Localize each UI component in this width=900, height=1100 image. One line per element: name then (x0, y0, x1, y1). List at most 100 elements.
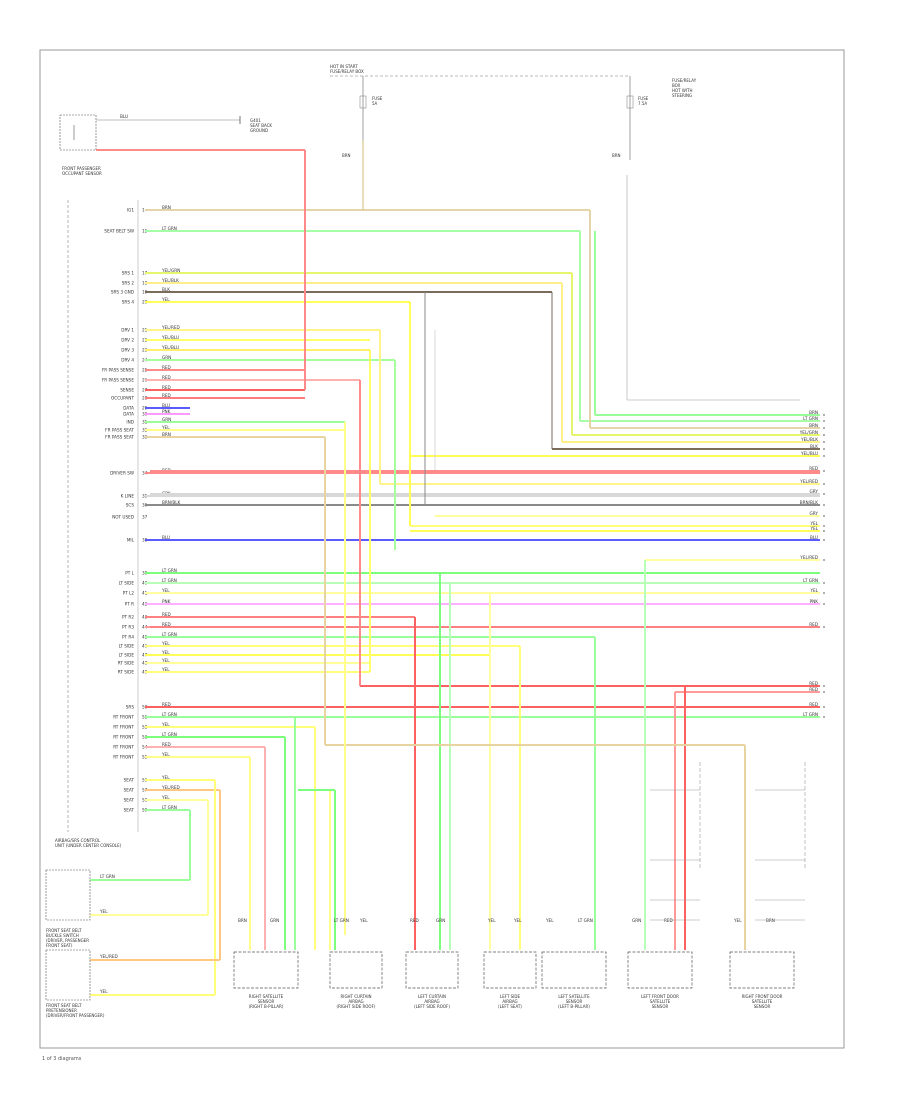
pin-number: 47 (142, 653, 148, 658)
pin-wire-color: YEL/GRN (161, 268, 180, 273)
pin-label: FR PASS SEAT (105, 435, 134, 440)
pin-number: 44 (142, 625, 148, 630)
pin-number: 45 (142, 635, 148, 640)
right-wire-label: BLU (810, 535, 818, 540)
pin-number: 52 (142, 725, 148, 730)
component-wire-label: YEL (513, 918, 522, 923)
right-wire: RED (360, 681, 825, 687)
pin-number: 53 (142, 735, 148, 740)
pin-number: 19 (142, 290, 148, 295)
pin-label: OCCUPANT (111, 396, 134, 401)
pin-wire-color: YEL (161, 658, 170, 663)
pin-label: DATA (123, 412, 134, 417)
component-box (627, 951, 693, 989)
pin-wire-color: YEL (161, 775, 170, 780)
srs-control-unit (67, 200, 139, 832)
pin-label: DATA (123, 406, 134, 411)
pin-wire-color: BRN (162, 205, 171, 210)
right-wire: PNK (150, 599, 825, 605)
pin-label: DRV 2 (121, 338, 134, 343)
pin-number: 32 (142, 428, 148, 433)
pin-number: 39 (142, 571, 148, 576)
diagram-frame (39, 49, 845, 1049)
right-terminal (823, 626, 825, 628)
pin-label: DRIVER SW (110, 471, 134, 476)
right-wire-label: LT GRN (803, 416, 818, 421)
pin-label: RT FRONT (113, 745, 134, 750)
pin-number: 37 (142, 515, 148, 520)
right-terminal (823, 525, 825, 527)
pin-number: 22 (142, 338, 148, 343)
pin-wire-color: YEL/RED (161, 785, 180, 790)
pin-label: K LINE (121, 494, 135, 499)
right-wire-label: BRN (809, 410, 818, 415)
right-wire-label: YEL (809, 588, 818, 593)
pin-wire-color: YEL/BLK (161, 278, 179, 283)
right-wire-label: RED (809, 466, 818, 471)
right-wire: BLU (150, 535, 825, 541)
component-wire-label: GRN (436, 918, 445, 923)
pin-label: PT L (125, 571, 134, 576)
pin-wire-color: YEL (161, 752, 170, 757)
right-terminal (823, 706, 825, 708)
pin-number: 56 (142, 778, 148, 783)
pin-wire-color: YEL/BLU (161, 335, 179, 340)
pin-wire-color: RED (162, 612, 171, 617)
pin-number: 46 (142, 644, 148, 649)
pin-number: 34 (142, 471, 148, 476)
vertical-routing (90, 140, 746, 996)
pin-number: 55 (142, 755, 148, 760)
pin-wire-color: YEL/RED (161, 325, 180, 330)
pin-label: FR PASS SENSE (102, 378, 135, 383)
right-wire: YEL (150, 588, 825, 594)
pin-number: 33 (142, 435, 148, 440)
component-wire-label: YEL (733, 918, 742, 923)
right-wire: RED (150, 622, 825, 628)
right-wire: RED (150, 466, 825, 472)
right-wire: BLK (552, 444, 825, 450)
right-wire-label: LT GRN (803, 712, 818, 717)
pin-label: SEAT (124, 788, 135, 793)
right-wire: RED (675, 687, 825, 693)
right-wire-label: GRY (810, 511, 819, 516)
pin-wire-color: BLK (162, 287, 170, 292)
pin-wire-color: GRN (162, 417, 171, 422)
pin-number: 54 (142, 745, 148, 750)
pin-number: 21 (142, 328, 148, 333)
right-wire: YEL/BLK (562, 437, 825, 443)
right-wire: LT GRN (150, 578, 825, 584)
right-wire: YEL (410, 521, 825, 527)
right-wire-label: YEL/BLK (800, 437, 818, 442)
pin-number: 41 (142, 591, 148, 596)
pin-wire-color: GRN (162, 355, 171, 360)
pin-label: LT SIDE (119, 581, 135, 586)
pin-label: RT FRONT (113, 735, 134, 740)
